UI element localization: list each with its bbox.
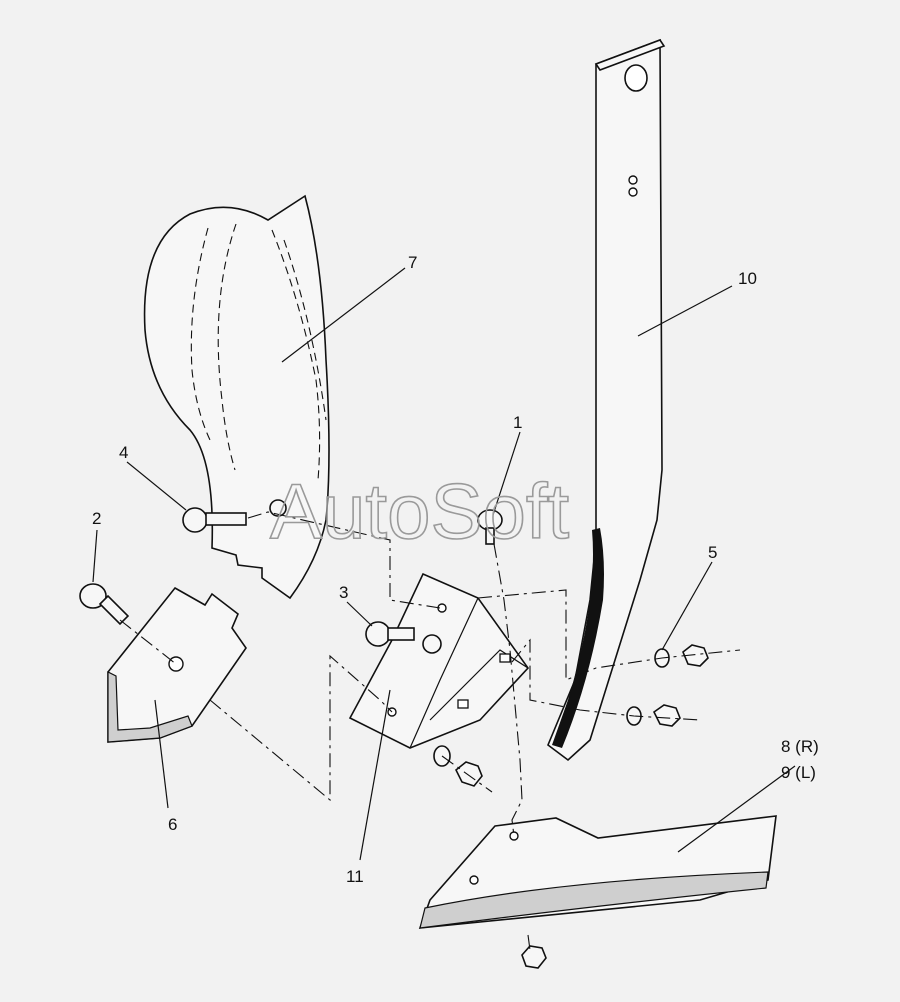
bolt-part-4 (182, 507, 247, 533)
callout-3: 3 (339, 583, 348, 602)
callout-11: 11 (346, 867, 364, 886)
callout-2: 2 (92, 509, 101, 528)
point-part-6 (107, 586, 247, 743)
callout-1: 1 (513, 413, 522, 432)
callout-7: 7 (408, 253, 417, 272)
share-part-8-9 (418, 815, 777, 929)
callout-6: 6 (168, 815, 177, 834)
shank-part-10 (547, 38, 666, 762)
callout-4: 4 (119, 443, 128, 462)
bolt-part-3 (365, 621, 415, 647)
washer-nut-part-5 (269, 499, 709, 969)
callout-8: 8 (R) (781, 737, 819, 756)
callout-9: 9 (L) (781, 763, 816, 782)
watermark-text: AutoSoft (270, 467, 570, 555)
assembly-center-lines (119, 511, 741, 951)
leader-lines (92, 267, 796, 861)
bolt-part-2 (79, 583, 130, 626)
callout-5: 5 (708, 543, 717, 562)
shin-plate-part-11 (348, 572, 530, 749)
callout-10: 10 (738, 269, 757, 288)
bolt-part-1 (477, 509, 503, 545)
